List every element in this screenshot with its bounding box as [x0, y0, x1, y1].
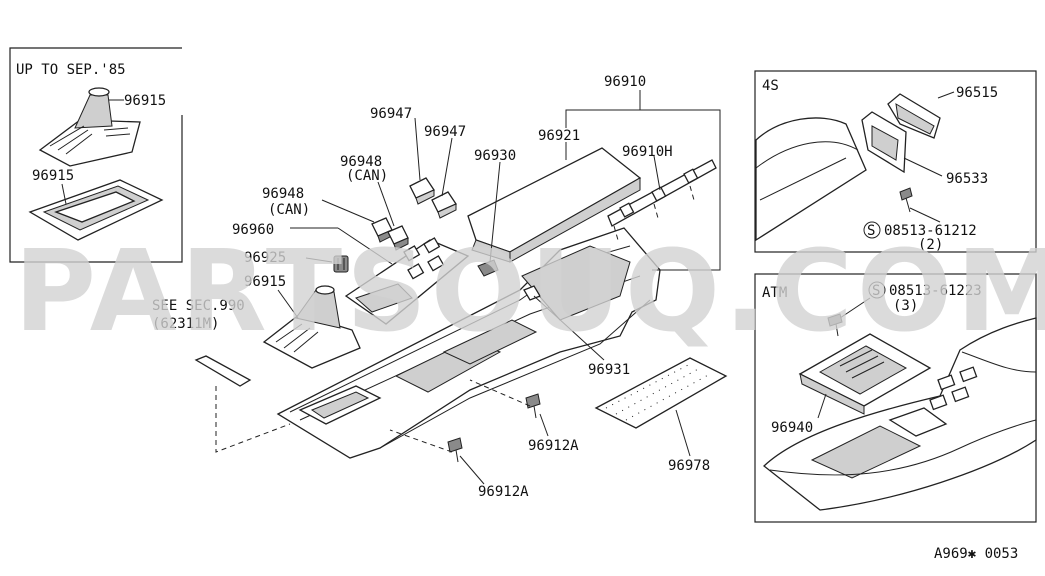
- label-96515: 96515: [956, 85, 998, 101]
- part-96947-b: [431, 191, 457, 219]
- inset-up-to-frame: [9, 47, 183, 263]
- inset-up-to-sep85: UP TO SEP.'85 96915 96915: [9, 47, 183, 263]
- label-96930: 96930: [474, 148, 516, 164]
- part-96515: [887, 93, 941, 139]
- main-console: [276, 227, 661, 459]
- label-96912a-2: 96912A: [478, 484, 529, 500]
- screw-symbol-4s: [863, 221, 881, 239]
- label-96978: 96978: [668, 458, 710, 474]
- label-96940: 96940: [771, 420, 813, 436]
- label-08513-61212: 08513-61212: [884, 223, 977, 239]
- part-96912a-screw-2: [447, 437, 463, 463]
- part-96925-knob: [333, 255, 349, 273]
- label-96948-b: 96948: [262, 186, 304, 202]
- part-96915-boot: [262, 285, 361, 369]
- inset-atm: ATM S 08513-61223 (3) 96940: [754, 273, 1037, 523]
- label-96910: 96910: [604, 74, 646, 90]
- part-96948-b: [387, 225, 409, 251]
- part-96960-bezel: [344, 237, 470, 325]
- label-96915-old-boot: 96915: [124, 93, 166, 109]
- old-bezel: [28, 179, 164, 241]
- console-rear-tray: [521, 245, 631, 321]
- inset-atm-title: ATM: [762, 285, 787, 301]
- old-shift-boot: [38, 87, 141, 167]
- inset-up-to-title: UP TO SEP.'85: [16, 62, 126, 78]
- footer-code: A969✱ 0053: [934, 546, 1018, 562]
- assembly-line-left: [215, 386, 291, 453]
- screw-symbol-atm-text: S: [872, 283, 880, 299]
- screw-symbol-atm: [868, 281, 886, 299]
- inset-4s: 4S 96515 96533 S 08513-61212 (2): [754, 70, 1037, 253]
- label-62311m: (62311M): [152, 316, 219, 332]
- finisher-plate: [194, 355, 252, 387]
- inset-4s-title: 4S: [762, 78, 779, 94]
- assembly-line-screw-2: [389, 429, 453, 453]
- bracket-96910: [565, 109, 721, 271]
- label-96912a-1: 96912A: [528, 438, 579, 454]
- screw-symbol-4s-text: S: [867, 223, 875, 239]
- watermark: PARTSOUQ.COM: [14, 227, 1045, 357]
- assembly-line-screw-1: [469, 379, 531, 407]
- label-08513-61223: 08513-61223: [889, 283, 982, 299]
- label-96533: 96533: [946, 171, 988, 187]
- inset-4s-frame: [754, 70, 1037, 253]
- label-96948-a: 96948: [340, 154, 382, 170]
- part-96978-mat: [594, 357, 728, 429]
- label-96915-old-bezel: 96915: [32, 168, 74, 184]
- part-96533: [861, 111, 907, 174]
- label-96910H: 96910H: [622, 144, 673, 160]
- label-96925: 96925: [244, 250, 286, 266]
- part-96947-a: [409, 177, 435, 205]
- part-96940: [798, 333, 932, 415]
- label-08513-61212-qty: (2): [918, 237, 943, 253]
- label-96915: 96915: [244, 274, 286, 290]
- label-96947-b: 96947: [424, 124, 466, 140]
- part-96930: [477, 259, 499, 277]
- part-96931: [523, 285, 541, 301]
- label-96960: 96960: [232, 222, 274, 238]
- label-96948-a-note: (CAN): [346, 168, 388, 184]
- label-96948-b-note: (CAN): [268, 202, 310, 218]
- label-08513-61223-qty: (3): [893, 298, 918, 314]
- console-rear-4s: [755, 117, 867, 242]
- label-see-sec-990: SEE SEC.990: [152, 298, 245, 314]
- part-96912a-screw-1: [525, 393, 541, 419]
- atm-console-body: [763, 317, 1037, 511]
- label-96947-a: 96947: [370, 106, 412, 122]
- part-96910H: [607, 159, 717, 241]
- label-96931: 96931: [588, 362, 630, 378]
- label-96921: 96921: [538, 128, 580, 144]
- screw-4s: [899, 187, 913, 213]
- screw-atm: [827, 313, 843, 337]
